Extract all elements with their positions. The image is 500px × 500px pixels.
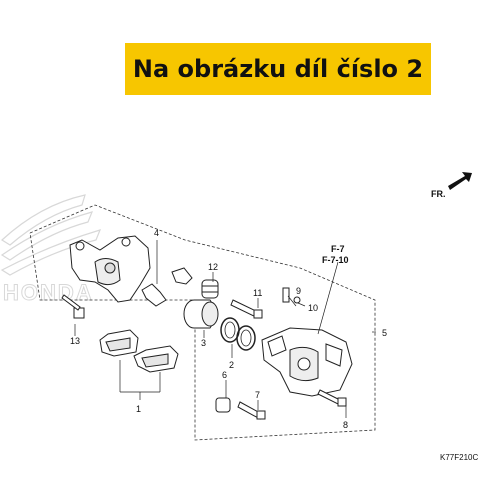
mounting-bolt <box>61 294 85 319</box>
dust-boot <box>201 279 219 299</box>
callout-11: 11 <box>253 288 262 298</box>
bleeder-valve <box>282 287 301 304</box>
slide-pin-boot <box>215 397 231 413</box>
watermark-text: HONDA <box>3 280 94 305</box>
callout-4: 4 <box>154 228 159 238</box>
caliper-piston <box>183 299 219 329</box>
front-direction-arrow-icon <box>448 172 472 190</box>
caliper-bolt <box>317 389 347 407</box>
callout-13: 13 <box>70 336 80 346</box>
callout-10: 10 <box>308 303 318 313</box>
reference-f7-10: F-7-10 <box>322 255 349 265</box>
callout-12: 12 <box>208 262 218 272</box>
honda-wing-watermark <box>0 194 102 276</box>
piston-seal-set <box>220 317 256 351</box>
callout-8: 8 <box>343 420 348 430</box>
direction-label: FR. <box>431 189 446 199</box>
diagram-code: K77F210C <box>440 453 478 462</box>
callout-2: 2 <box>229 360 234 370</box>
reference-f7: F-7 <box>331 244 345 254</box>
banner-text: Na obrázku díl číslo 2 <box>132 55 424 83</box>
callout-3: 3 <box>201 338 206 348</box>
slide-pin <box>230 299 263 319</box>
caliper-body <box>261 327 353 397</box>
leader-lines <box>74 240 376 418</box>
callout-5: 5 <box>382 328 387 338</box>
callout-7: 7 <box>255 390 260 400</box>
callout-9: 9 <box>296 286 301 296</box>
title-banner: Na obrázku díl číslo 2 <box>125 43 431 95</box>
caliper-pin <box>237 401 266 420</box>
caliper-bracket <box>69 235 151 303</box>
pad-spring <box>141 267 193 307</box>
callout-1: 1 <box>136 404 141 414</box>
callout-6: 6 <box>222 370 227 380</box>
brake-pad-set <box>99 329 179 373</box>
